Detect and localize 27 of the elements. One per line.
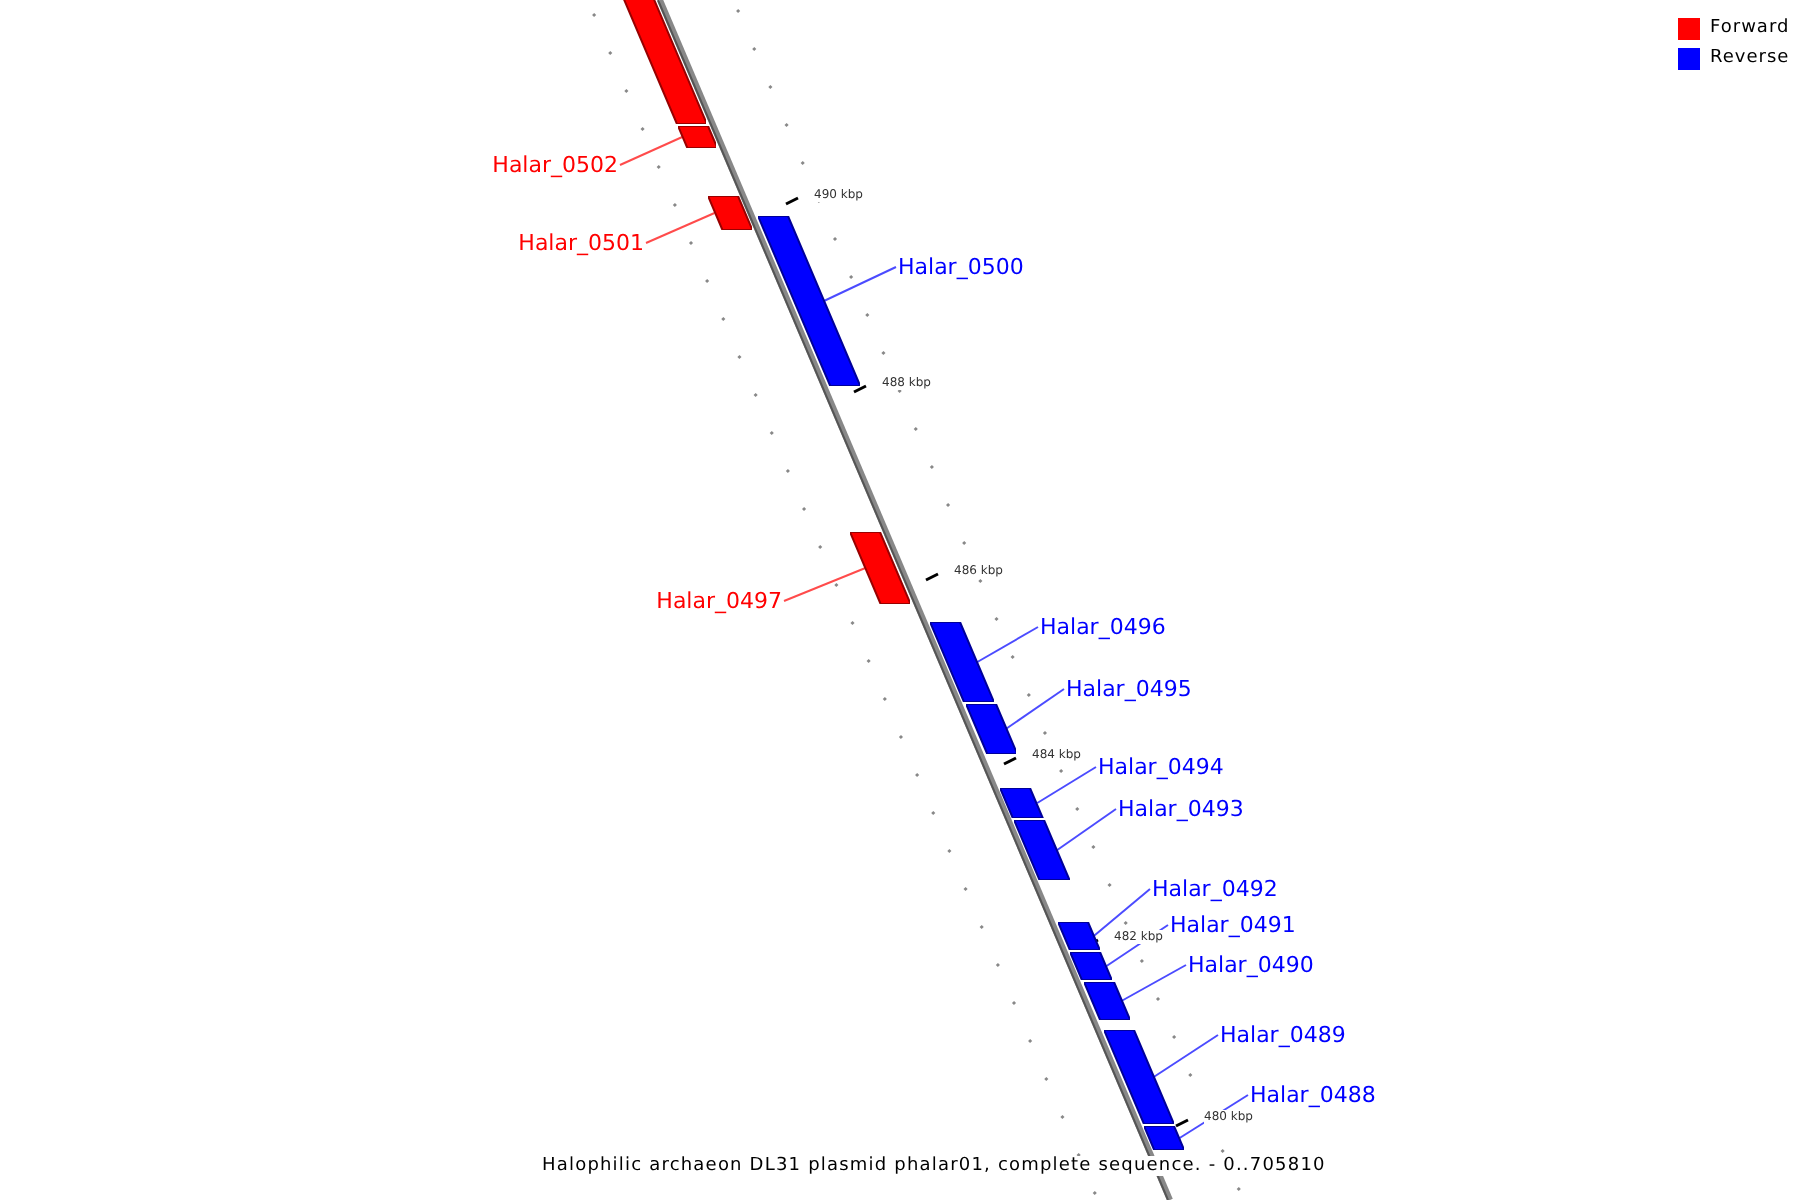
gene-label: Halar_0490 [1188, 952, 1314, 978]
leader-line [1004, 688, 1065, 730]
legend-text: Reverse [1710, 48, 1790, 70]
leader-line [822, 266, 897, 302]
gene-label: Halar_0489 [1220, 1022, 1346, 1048]
leader-line [1152, 1034, 1219, 1078]
leader-line [619, 136, 684, 166]
gene-label: Halar_0497 [656, 588, 782, 614]
caption: Halophilic archaeon DL31 plasmid phalar01, complete sequence. - 0..705810 [542, 1156, 1326, 1176]
leader-line [1120, 964, 1187, 1002]
leader-line [645, 212, 716, 244]
gene-label: Halar_0491 [1170, 912, 1296, 938]
leader-line [976, 626, 1039, 663]
leader-line [1056, 808, 1117, 851]
gene-label: Halar_0494 [1098, 754, 1224, 780]
leader-line [1092, 888, 1151, 937]
gene-label: Halar_0500 [898, 254, 1024, 280]
gene-label: Halar_0496 [1040, 614, 1166, 640]
gene-label: Halar_0502 [492, 152, 618, 178]
gene-label: Halar_0488 [1250, 1082, 1376, 1108]
gene-label: Halar_0501 [518, 230, 644, 256]
leader-line [783, 567, 867, 602]
leader-line [1036, 766, 1097, 804]
legend-text: Forward [1710, 18, 1790, 40]
gene-label: Halar_0493 [1118, 796, 1244, 822]
gene-label: Halar_0495 [1066, 676, 1192, 702]
gene-label: Halar_0492 [1152, 876, 1278, 902]
